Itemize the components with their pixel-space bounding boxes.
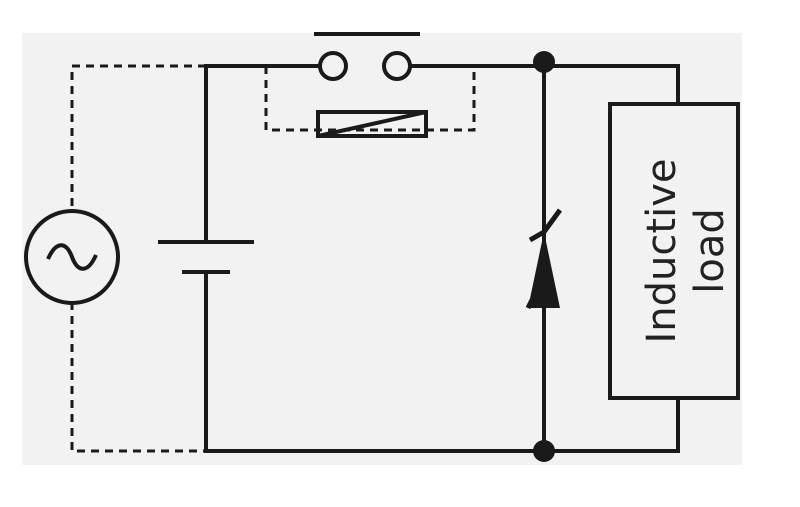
diode-symbol [525,208,563,310]
inductive-load-box [608,102,740,400]
ac-source-dashed-wiring [70,64,206,453]
relay-coil-icon [316,110,428,138]
relay-switch-contacts [318,51,412,81]
load-label-line1: Inductive [639,159,685,344]
battery-symbol [158,240,254,274]
junction-dot-bottom [533,440,555,462]
ac-source-icon [46,243,98,271]
load-label-line2: load [687,208,733,294]
relay-dashed-box [264,66,476,132]
junction-dot-top [533,51,555,73]
